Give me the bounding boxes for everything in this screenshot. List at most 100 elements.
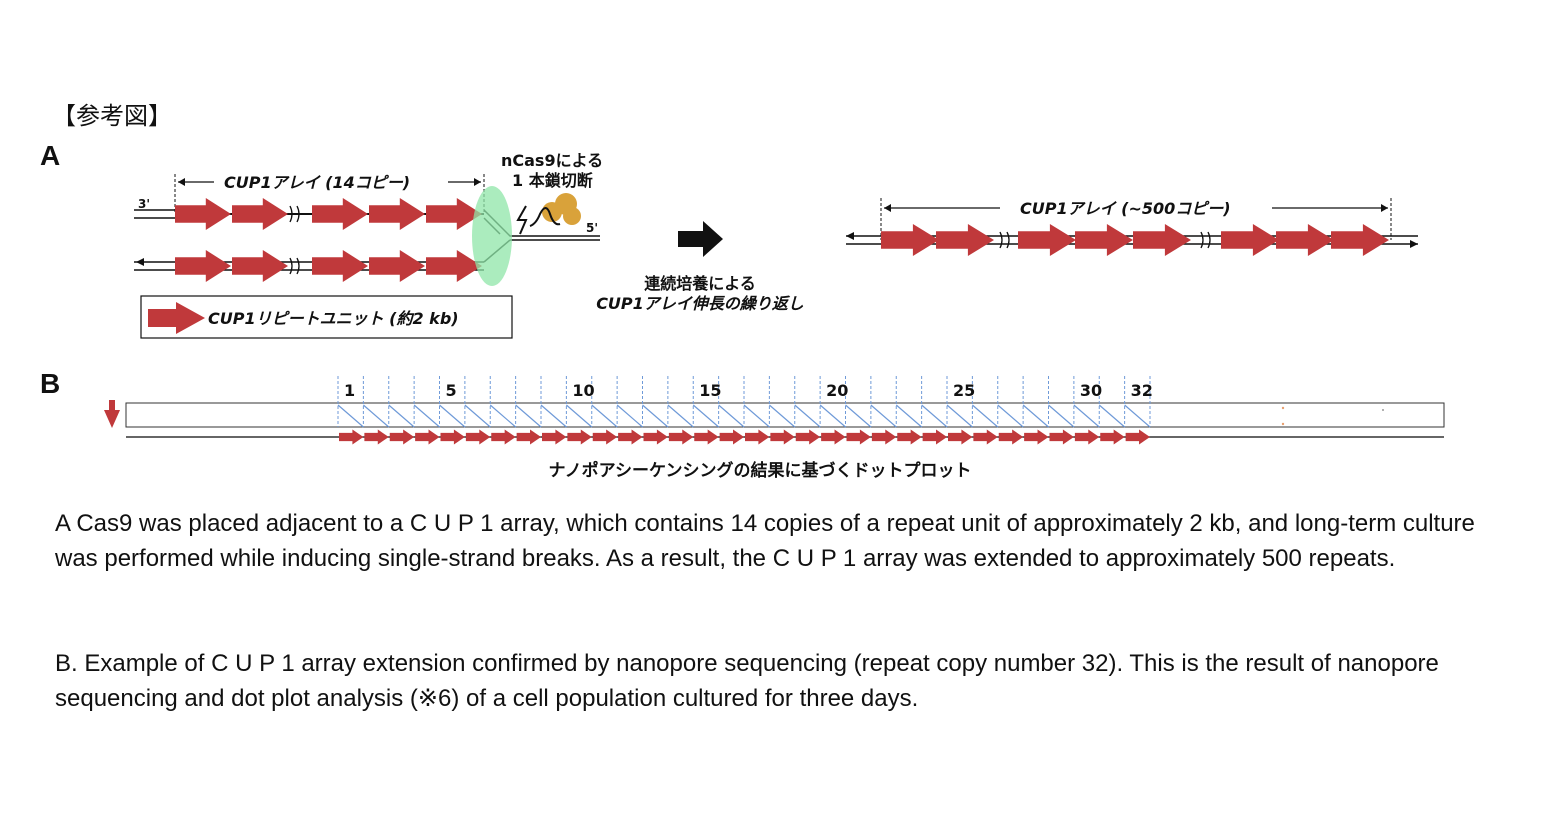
noise-dot [1281, 422, 1285, 426]
dot-plot-diagonal [946, 404, 973, 428]
repeat-unit-arrow [745, 429, 770, 445]
repeat-unit-arrow [1024, 429, 1049, 445]
dot-plot-diagonal [515, 404, 542, 428]
dot-plot-diagonal [692, 404, 720, 428]
repeat-number-label: 1 [344, 381, 355, 400]
repeat-units-500 [881, 224, 1389, 256]
dot-plot-diagonal [921, 404, 948, 428]
dot-plot-diagonal [1098, 404, 1126, 428]
repeat-unit-arrow [668, 429, 694, 445]
dot-plot-diagonal [845, 404, 872, 428]
dot-plot-diagonal [768, 404, 796, 428]
repeat-unit-arrow [426, 250, 482, 282]
dot-plot-diagonal [362, 404, 390, 428]
repeat-unit-arrow [312, 250, 368, 282]
repeat-unit-arrow [846, 429, 871, 445]
repeat-unit-arrow [542, 429, 567, 445]
array-500-label: CUP1アレイ (~500コピー) [1020, 199, 1231, 218]
header-label: 【参考図】 [52, 102, 172, 130]
break-marks-500 [999, 231, 1211, 249]
dot-plot-diagonal [1073, 404, 1100, 428]
caption-b-text: B. Example of C U P 1 array extension co… [55, 650, 1439, 712]
dot-plot-diagonal [1124, 404, 1151, 428]
repeat-unit-arrow [426, 198, 482, 230]
panel-b-letter: B [40, 368, 60, 399]
break-mark-lower [289, 257, 300, 275]
legend-repeat-icon [148, 302, 205, 334]
process-arrow-icon [678, 221, 723, 257]
repeat-unit-arrow [1125, 429, 1150, 445]
ncas9-icon [529, 193, 581, 227]
dot-plot-diagonal [895, 404, 923, 428]
repeat-unit-arrow [1276, 224, 1334, 256]
lightning-icon [516, 205, 528, 235]
repeat-unit-arrow [770, 429, 795, 445]
caption-b: B. Example of C U P 1 array extension co… [55, 646, 1515, 716]
repeat-unit-arrow [936, 224, 994, 256]
array-14-label: CUP1アレイ (14コピー) [224, 173, 410, 192]
repeat-unit-arrow [369, 250, 425, 282]
dot-plot-diagonal [997, 404, 1024, 428]
dot-plot-diagonal [971, 404, 999, 428]
dot-plot-diagonal [642, 404, 669, 428]
dot-plot-diagonal [337, 404, 364, 428]
repeat-unit-arrow [1074, 429, 1100, 445]
repeat-unit-arrow [719, 429, 744, 445]
dot-plot-caption: ナノポアシーケンシングの結果に基づくドットプロット [549, 460, 972, 481]
repeat-number-label: 10 [572, 381, 594, 400]
repeat-unit-arrow [881, 224, 939, 256]
nick-label-1: nCas9による [501, 151, 603, 170]
caption-a-text: A Cas9 was placed adjacent to a C U P 1 … [55, 510, 1475, 572]
dot-plot-diagonal [870, 404, 897, 428]
repeat-number-label: 25 [953, 381, 975, 400]
repeat-unit-arrow [694, 429, 719, 445]
repeat-unit-arrow [592, 429, 618, 445]
repeat-unit-arrow [618, 429, 643, 445]
dot-plot-diagonal [413, 404, 440, 428]
repeat-units-lower [175, 250, 482, 282]
dot-plot-diagonal [464, 404, 491, 428]
end-3-label: 3' [138, 197, 150, 211]
repeat-number-label: 20 [826, 381, 848, 400]
dot-plot-diagonal [489, 404, 517, 428]
caption-a: A Cas9 was placed adjacent to a C U P 1 … [55, 506, 1515, 576]
dot-plot-diagonal [565, 404, 593, 428]
dot-plot-diagonal [819, 404, 846, 428]
repeat-number-label: 5 [446, 381, 457, 400]
repeat-number-label: 30 [1080, 381, 1102, 400]
repeat-unit-arrow [389, 429, 415, 445]
dot-plot-diagonal [718, 404, 745, 428]
repeat-unit-arrow [1018, 224, 1076, 256]
dot-plot-diagonal [1048, 404, 1075, 428]
dot-plot-diagonal [616, 404, 643, 428]
repeat-unit-arrow [795, 429, 821, 445]
repeat-unit-arrow [465, 429, 491, 445]
repeat-unit-arrow [364, 429, 389, 445]
cas9-site-ellipse [472, 186, 512, 286]
break-mark-upper [289, 205, 300, 223]
dot-plot-diagonal [591, 404, 618, 428]
dot-plot-frame [125, 402, 1445, 428]
repeat-unit-arrow [871, 429, 897, 445]
dot-plot-diagonal [540, 404, 567, 428]
dot-plot-diagonal [388, 404, 415, 428]
repeat-unit-arrow [339, 429, 364, 445]
dot-plot-diagonal [667, 404, 694, 428]
repeat-unit-arrow [897, 429, 922, 445]
repeat-unit-arrow [232, 250, 288, 282]
repeat-unit-arrow [415, 429, 440, 445]
panel-a-letter: A [40, 140, 60, 171]
repeat-unit-arrow [1049, 429, 1074, 445]
repeat-unit-arrow [948, 429, 973, 445]
repeat-unit-arrow [1100, 429, 1125, 445]
repeat-unit-arrow [1221, 224, 1279, 256]
nick-label-2: 1 本鎖切断 [512, 171, 593, 190]
repeat-unit-arrow [232, 198, 288, 230]
legend-label: CUP1リピートユニット (約2 kb) [208, 309, 459, 328]
repeat-unit-arrow [175, 250, 231, 282]
repeat-unit-arrow [516, 429, 541, 445]
repeat-unit-arrow [491, 429, 516, 445]
dot-plot-diagonal [794, 404, 821, 428]
repeat-unit-arrow [1331, 224, 1389, 256]
